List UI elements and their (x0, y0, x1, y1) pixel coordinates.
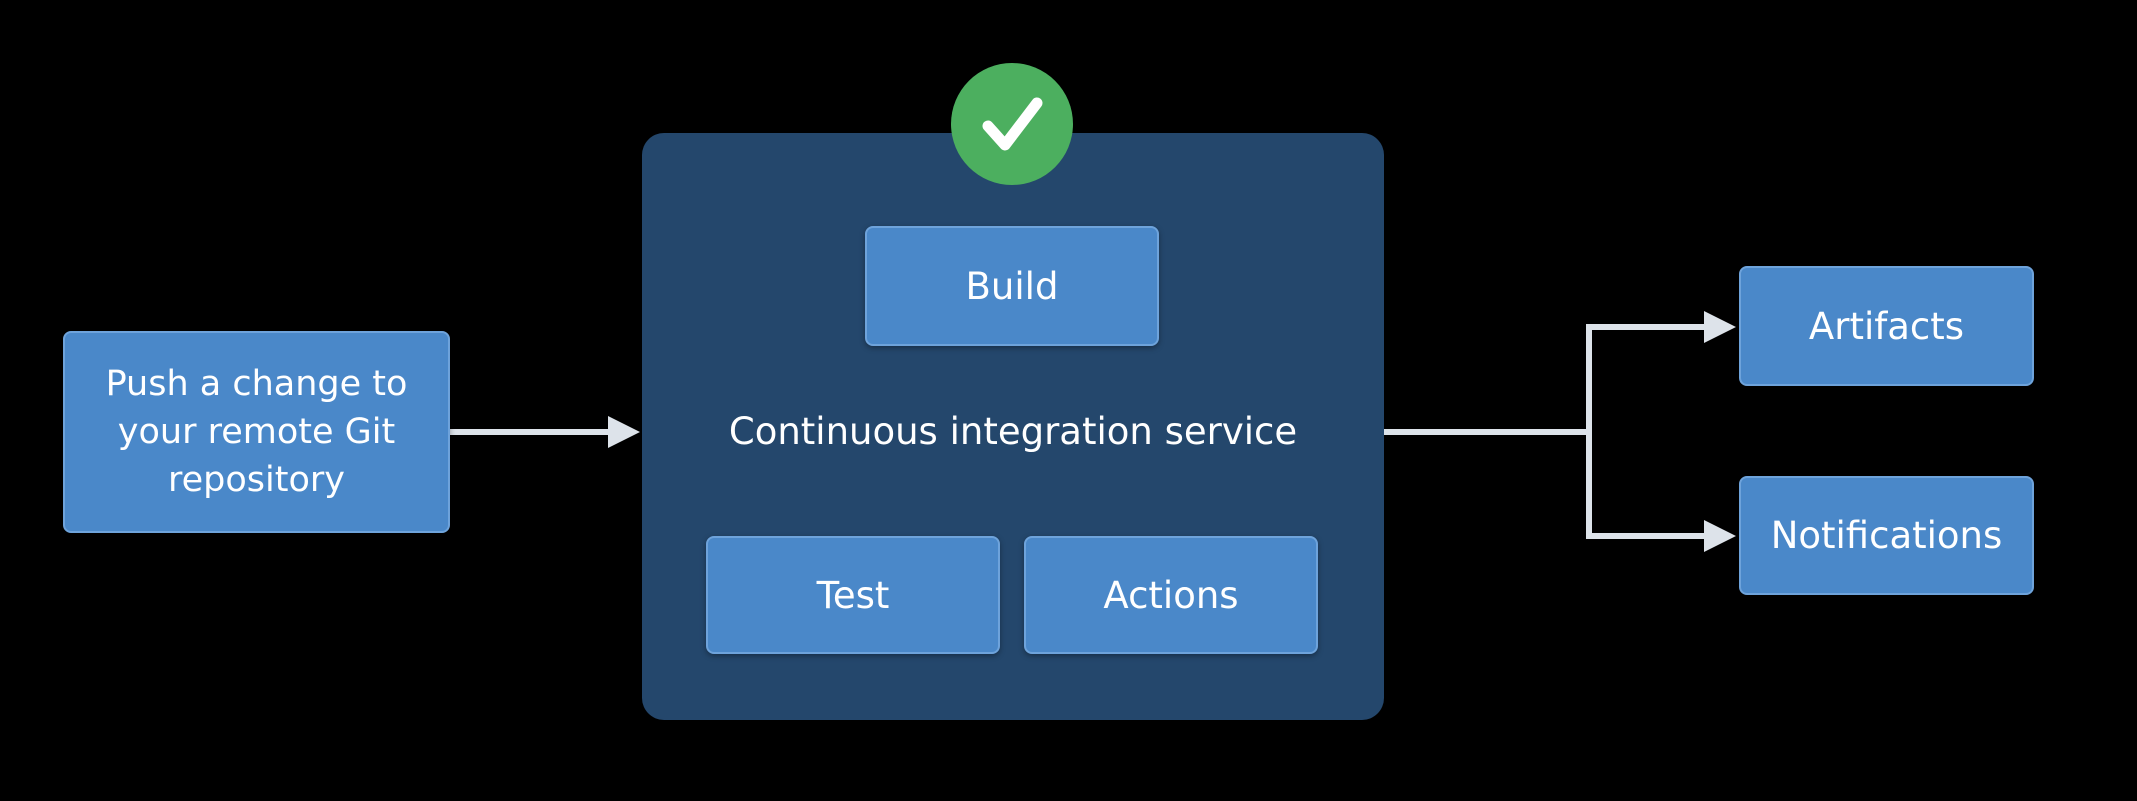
actions-step-box: Actions (1024, 536, 1318, 654)
arrowhead-to-artifacts (1704, 311, 1736, 343)
test-step-box: Test (706, 536, 1000, 654)
notifications-label: Notifications (1770, 514, 2003, 557)
arrowhead-to-notifications (1704, 520, 1736, 552)
branch-to-artifacts-connector (1586, 324, 1706, 432)
notifications-box: Notifications (1739, 476, 2034, 595)
source-push-change-box: Push a change to your remote Git reposit… (63, 331, 450, 533)
artifacts-box: Artifacts (1739, 266, 2034, 386)
branch-to-notifications-connector (1586, 432, 1706, 539)
source-label: Push a change to your remote Git reposit… (105, 364, 408, 500)
artifacts-label: Artifacts (1808, 304, 1965, 348)
checkmark-icon (982, 97, 1043, 151)
ci-service-label: Continuous integration service (728, 410, 1298, 453)
actions-label: Actions (1103, 573, 1239, 617)
test-label: Test (816, 573, 890, 617)
build-label: Build (965, 264, 1059, 308)
arrowhead-to-ci (608, 416, 640, 448)
success-badge (951, 63, 1073, 185)
build-step-box: Build (865, 226, 1159, 346)
